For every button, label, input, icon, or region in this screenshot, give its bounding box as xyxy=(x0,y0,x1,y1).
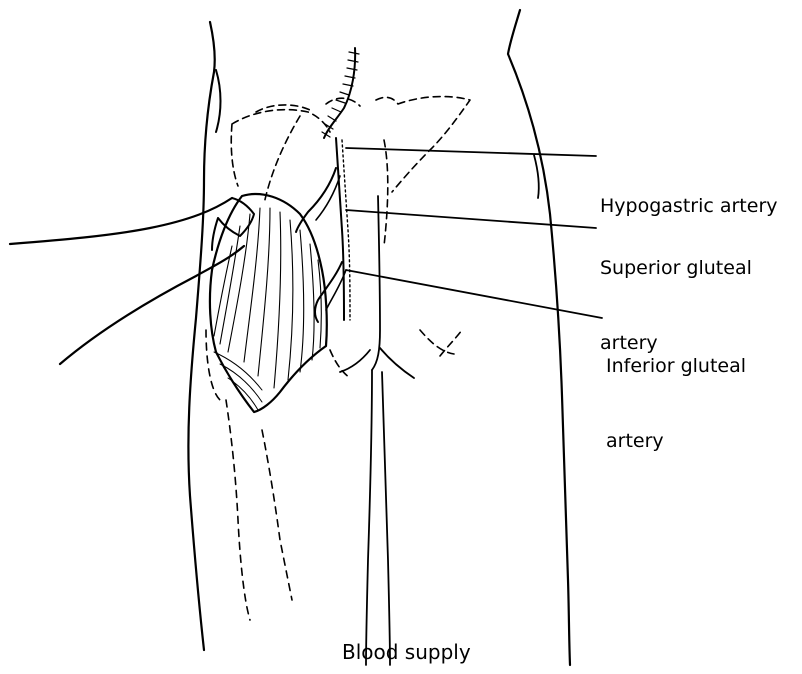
figure-caption: Blood supply xyxy=(342,640,471,664)
retractor-lower-edge xyxy=(60,246,244,364)
inner-thigh-right xyxy=(382,372,390,665)
natal-cleft xyxy=(372,196,380,370)
gluteal-fold-right xyxy=(380,348,414,378)
pelvis-dashed-lower xyxy=(330,330,462,378)
left-hip-curve xyxy=(216,70,221,132)
label-inferior-gluteal-line-2: artery xyxy=(606,429,746,454)
retractor-upper-edge xyxy=(10,198,232,244)
left-body-contour xyxy=(188,22,214,650)
label-superior-gluteal-line-1: Superior gluteal xyxy=(600,256,752,281)
leader-line-inferior-gluteal xyxy=(346,270,602,318)
right-body-contour xyxy=(508,10,570,665)
hypogastric-artery-vessel xyxy=(336,138,344,320)
thigh-dashed-lines xyxy=(206,330,292,620)
pelvis-dashed-right xyxy=(376,97,470,246)
gluteal-fold-left xyxy=(340,350,370,372)
label-inferior-gluteal-line-1: Inferior gluteal xyxy=(606,354,746,379)
label-inferior-gluteal-artery: Inferior gluteal artery xyxy=(606,304,746,504)
leader-line-hypogastric xyxy=(346,148,596,156)
pelvis-dashed-left xyxy=(231,110,330,204)
right-flank-inner-line xyxy=(534,155,539,198)
spine-outline xyxy=(324,48,355,138)
inner-thigh-left xyxy=(366,370,372,665)
spine-hatching xyxy=(322,52,359,137)
leader-line-superior-gluteal xyxy=(346,210,596,228)
